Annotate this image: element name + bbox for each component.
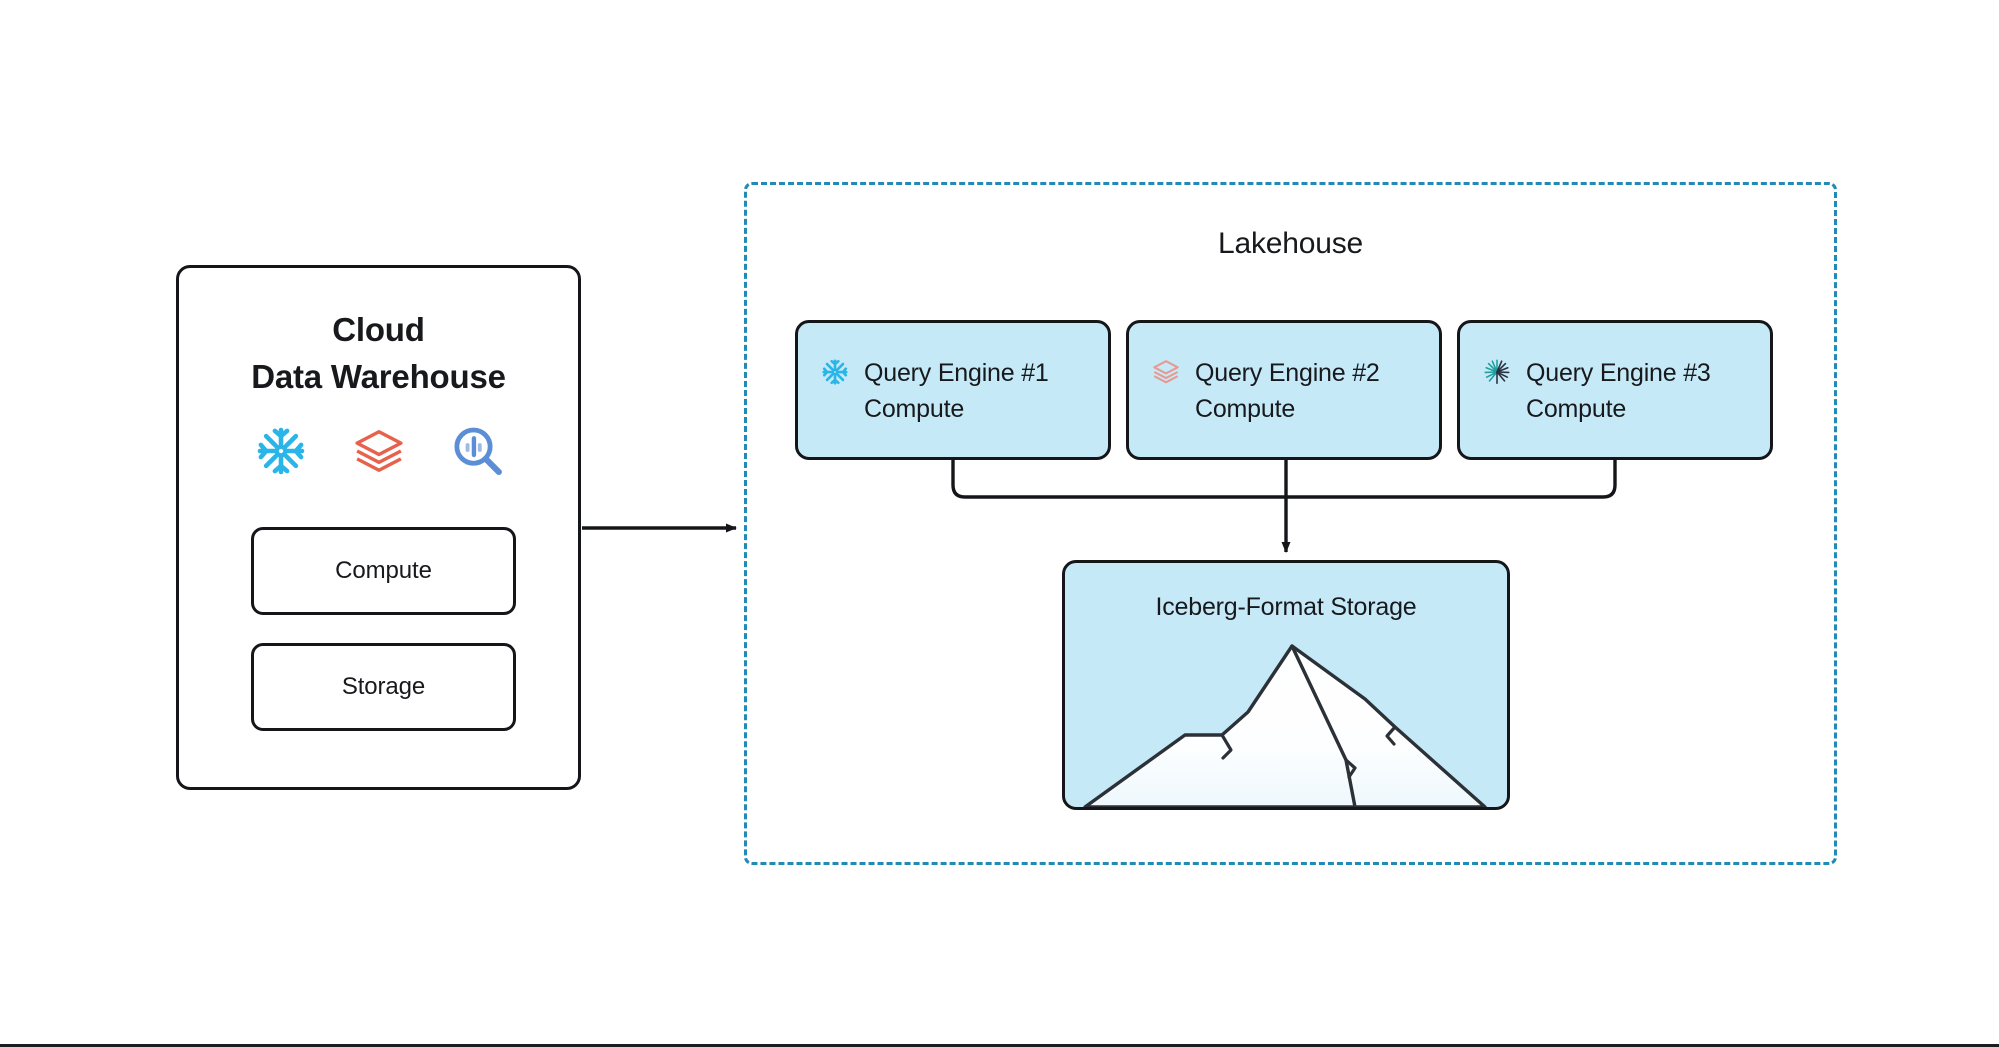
cdw-title-line2: Data Warehouse [251, 358, 506, 395]
query-engine-3-box[interactable]: Query Engine #3 Compute [1457, 320, 1773, 460]
query-engine-1-line2: Compute [864, 395, 965, 423]
iceberg-storage-title: Iceberg-Format Storage [1155, 593, 1417, 621]
snowflake-icon [257, 427, 304, 475]
query-engine-2-line1: Query Engine #2 [1195, 359, 1380, 387]
query-engine-3-text: Query Engine #3 Compute [1526, 355, 1711, 427]
query-engine-2-content: Query Engine #2 Compute [1151, 355, 1425, 427]
cdw-layer-storage[interactable]: Storage [251, 643, 516, 731]
query-engine-2-line2: Compute [1195, 395, 1296, 423]
bottom-hairline [0, 1044, 1999, 1047]
cloud-data-warehouse-panel: Cloud Data Warehouse [176, 265, 581, 790]
snowflake-icon [822, 359, 848, 385]
query-engine-3-content: Query Engine #3 Compute [1482, 355, 1756, 427]
cloud-data-warehouse-title: Cloud Data Warehouse [179, 306, 578, 400]
query-engine-3-line2: Compute [1526, 395, 1627, 423]
query-engine-1-content: Query Engine #1 Compute [820, 355, 1094, 427]
lakehouse-region: Lakehouse [744, 182, 1837, 865]
query-engine-2-text: Query Engine #2 Compute [1195, 355, 1380, 427]
starburst-icon [1484, 359, 1510, 385]
query-engine-1-text: Query Engine #1 Compute [864, 355, 1049, 427]
vendor-icon-row [179, 423, 578, 479]
cdw-layer-compute[interactable]: Compute [251, 527, 516, 615]
databricks-icon [1153, 360, 1179, 384]
cdw-layer-compute-label: Compute [335, 557, 432, 584]
databricks-icon [354, 430, 403, 472]
cdw-title-line1: Cloud [332, 311, 425, 348]
query-engine-1-box[interactable]: Query Engine #1 Compute [795, 320, 1111, 460]
iceberg-mountain-illustration [1083, 644, 1487, 807]
lakehouse-title: Lakehouse [1218, 227, 1363, 260]
query-engine-3-line1: Query Engine #3 [1526, 359, 1711, 387]
query-magnifier-icon [453, 427, 502, 476]
iceberg-storage-box[interactable]: Iceberg-Format Storage [1062, 560, 1510, 810]
query-engine-1-line1: Query Engine #1 [864, 359, 1049, 387]
query-engine-2-box[interactable]: Query Engine #2 Compute [1126, 320, 1442, 460]
cdw-layer-storage-label: Storage [341, 673, 426, 700]
